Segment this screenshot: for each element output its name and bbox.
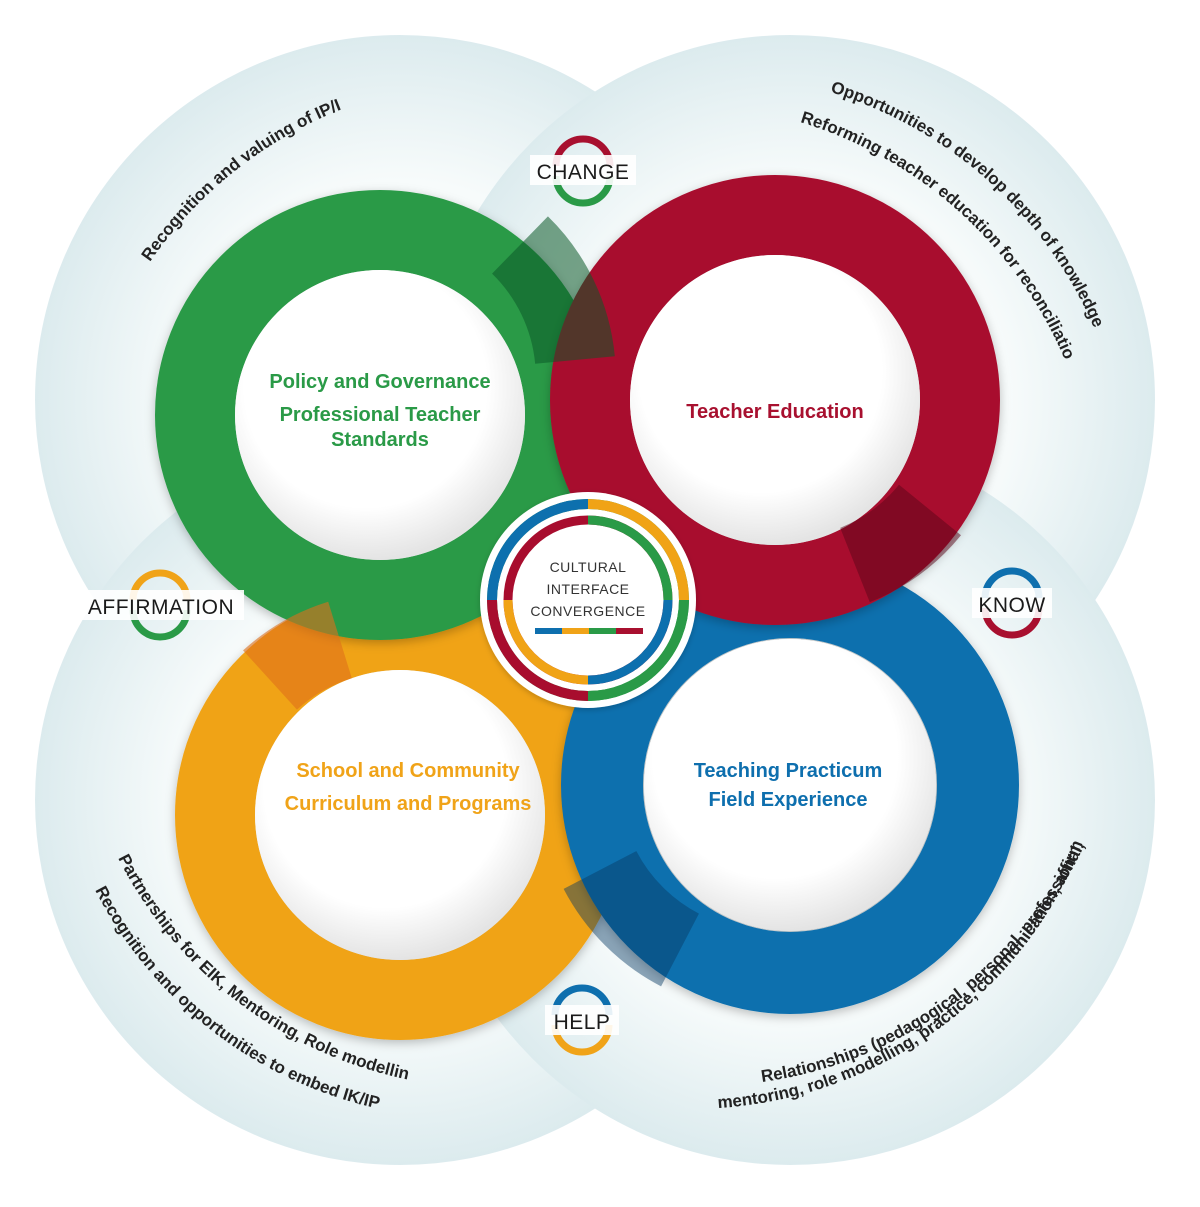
- convergence-line-1: CULTURAL: [550, 559, 627, 575]
- ring-school-line-1: School and Community: [296, 760, 520, 782]
- label-change-badge: [530, 135, 636, 207]
- label-affirmation: AFFIRMATION: [88, 596, 234, 619]
- label-help-badge: [545, 984, 619, 1056]
- ring-policy-line-3: Standards: [331, 429, 429, 451]
- ring-practicum-line-1: Teaching Practicum: [693, 760, 883, 782]
- convergence-color-bar: [535, 628, 643, 634]
- ring-teacher-text: Teacher Education: [655, 400, 895, 425]
- ring-policy-line-2: Professional Teacher: [279, 404, 481, 426]
- ring-policy-text: Policy and Governance Professional Teach…: [250, 370, 510, 453]
- ring-practicum-text: Teaching Practicum Field Experience: [648, 759, 928, 813]
- ring-school-text: School and Community Curriculum and Prog…: [258, 759, 558, 817]
- label-affirmation-badge: [78, 569, 244, 641]
- ring-teacher-line-1: Teacher Education: [686, 401, 864, 423]
- ring-practicum-line-2: Field Experience: [708, 789, 868, 811]
- convergence-line-3: CONVERGENCE: [530, 603, 645, 619]
- ring-policy-line-1: Policy and Governance: [269, 371, 491, 393]
- label-help: HELP: [554, 1011, 611, 1034]
- convergence-line-2: INTERFACE: [546, 581, 629, 597]
- label-know: KNOW: [978, 594, 1045, 617]
- convergence-hub: [480, 492, 696, 708]
- ring-school-line-2: Curriculum and Programs: [284, 793, 532, 815]
- label-change: CHANGE: [537, 161, 630, 184]
- label-know-badge: [972, 567, 1052, 639]
- ring-teacher: [550, 175, 1000, 625]
